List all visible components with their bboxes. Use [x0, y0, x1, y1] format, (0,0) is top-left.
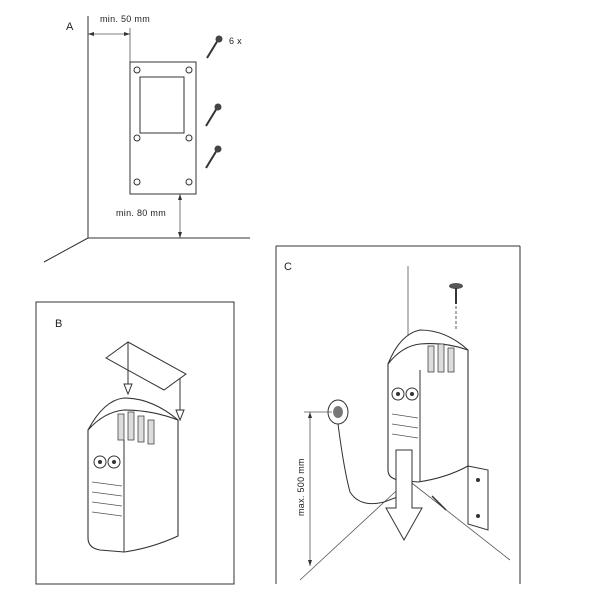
panel-a: A min. 50 mm	[43, 14, 250, 263]
screw-icon	[449, 283, 463, 330]
dim-bottom: min. 80 mm	[116, 194, 182, 238]
dim-bottom-label: min. 80 mm	[116, 208, 166, 218]
panel-b: B	[35, 301, 235, 585]
dim-vertical: max. 500 mm	[296, 411, 332, 566]
floor-left-line	[299, 479, 409, 581]
floor-left-line	[43, 237, 89, 263]
mounting-plate	[129, 61, 197, 195]
screw-count-label: 6 x	[229, 36, 242, 46]
screw-icon	[205, 103, 222, 127]
panel-c-letter: C	[284, 261, 292, 273]
down-arrow-icon	[385, 449, 423, 542]
panel-a-letter: A	[66, 21, 74, 33]
screw-icon	[205, 145, 222, 169]
sensor-cable	[337, 423, 401, 505]
panel-b-letter: B	[55, 318, 62, 330]
dim-vertical-label: max. 500 mm	[296, 458, 306, 516]
dim-top: min. 50 mm	[88, 14, 150, 62]
floor-right-line	[407, 479, 511, 561]
heater-body	[87, 397, 179, 553]
panel-c: C	[275, 245, 521, 584]
wall-bracket	[431, 465, 489, 531]
screw-icon	[206, 35, 223, 59]
dim-top-label: min. 50 mm	[100, 14, 150, 24]
heater-body	[387, 329, 469, 483]
stone-cover-raised	[105, 341, 187, 422]
